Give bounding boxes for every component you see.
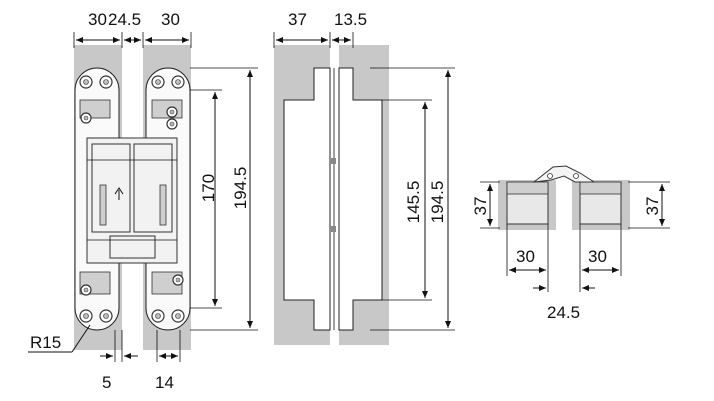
side-dim-top-right: 13.5 <box>334 10 367 29</box>
up-arrow-icon <box>114 187 124 200</box>
mechanism-left-plate <box>91 143 131 233</box>
side-view: 37 13.5 145.5 194.5 <box>273 10 455 345</box>
side-pin <box>331 158 336 164</box>
section-dim-right-width: 30 <box>588 247 607 266</box>
right-slot <box>159 184 167 226</box>
right-top-cam <box>151 99 183 119</box>
front-view: 30 24.5 30 170 194.5 5 14 R15 <box>28 10 258 392</box>
dim-height-inner: 170 <box>199 174 218 202</box>
dim-radius: R15 <box>30 333 61 352</box>
dim-height-total: 194.5 <box>231 167 250 210</box>
section-view: 37 37 30 30 24.5 <box>471 165 670 322</box>
side-dim-top-left: 37 <box>288 10 307 29</box>
dim-bottom-gap: 5 <box>102 373 111 392</box>
mechanism-lower-plate <box>109 235 156 259</box>
side-dim-height-inner: 145.5 <box>404 181 423 224</box>
side-body-right <box>338 67 383 331</box>
section-dim-left-height: 37 <box>471 197 490 216</box>
section-dim-gap: 24.5 <box>547 303 580 322</box>
left-slot <box>99 184 107 226</box>
section-dim-right-height: 37 <box>643 197 662 216</box>
section-pivot-link <box>532 165 596 183</box>
side-dim-height-total: 194.5 <box>428 181 447 224</box>
side-body-left <box>283 67 331 331</box>
dim-top-right: 30 <box>161 10 180 29</box>
section-dim-left-width: 30 <box>516 247 535 266</box>
dim-bottom-width: 14 <box>155 373 174 392</box>
side-pin <box>331 226 336 232</box>
dim-top-left: 30 <box>88 10 107 29</box>
dim-top-mid: 24.5 <box>108 10 141 29</box>
